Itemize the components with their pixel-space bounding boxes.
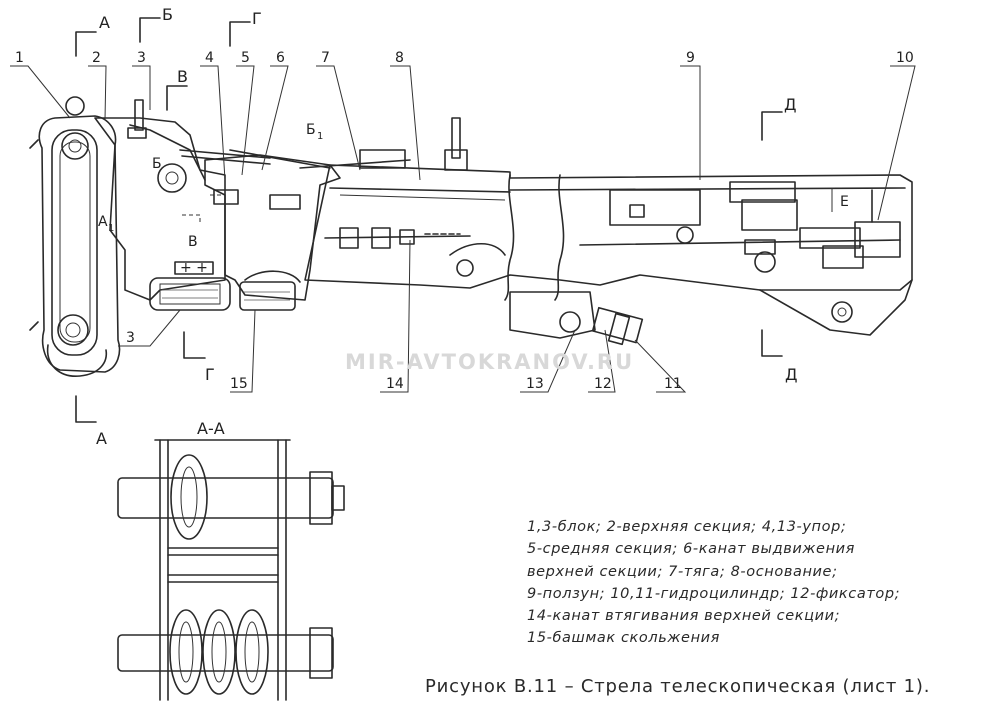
section-mark-v-inner: В: [188, 234, 198, 250]
callout-14: 14: [386, 376, 404, 392]
callout-7: 7: [321, 50, 330, 66]
callout-11: 11: [664, 376, 682, 392]
callout-1: 1: [15, 50, 24, 66]
section-mark-d-bottom: Д: [785, 365, 798, 384]
section-mark-g-top: Г: [252, 9, 262, 28]
callout-4: 4: [205, 50, 214, 66]
figure-caption: Рисунок В.11 – Стрела телескопическая (л…: [425, 676, 931, 697]
section-a-a-title: А-А: [197, 419, 225, 438]
callout-15: 15: [230, 376, 248, 392]
legend-line-2: 5-средняя секция; 6-канат выдвижения: [527, 541, 855, 558]
section-a-a-view: А-А: [117, 419, 345, 701]
head-pulley-block: [29, 96, 121, 377]
callout-9: 9: [686, 50, 695, 66]
section-mark-a1-sub: 1: [108, 223, 114, 234]
hydraulic-cylinder: [799, 189, 901, 269]
callout-numbers: 1 2 3 4 5 6 7 8 9 10 3 15 14 13 12 11: [15, 50, 914, 392]
section-mark-b1: Б: [306, 122, 316, 138]
section-mark-a1: А: [98, 214, 108, 230]
legend-line-4: 9-ползун; 10,11-гидроцилиндр; 12-фиксато…: [527, 585, 901, 602]
legend-line-6: 15-башмак скольжения: [527, 630, 720, 647]
upper-section: + +: [94, 99, 226, 301]
watermark: MIR-AVTOKRANOV.RU: [345, 350, 635, 374]
callout-12: 12: [594, 376, 612, 392]
section-mark-b1-sub: 1: [317, 131, 323, 142]
callout-3-bottom: 3: [126, 330, 135, 346]
legend-line-5: 14-канат втягивания верхней секции;: [527, 608, 841, 625]
callout-leaders: [10, 65, 916, 393]
callout-5: 5: [241, 50, 250, 66]
base-section: [299, 117, 913, 336]
section-mark-a-bottom: А: [96, 429, 107, 448]
section-mark-b: Б: [162, 5, 173, 24]
callout-3-top: 3: [137, 50, 146, 66]
section-mark-d-top: Д: [784, 95, 797, 114]
section-mark-g-bottom: Г: [205, 365, 215, 384]
callout-8: 8: [395, 50, 404, 66]
section-mark-v: В: [177, 67, 188, 86]
svg-text:+ +: + +: [180, 260, 208, 276]
section-markers: А Б Г В Д Г А Д Е Б 1 А 1 Б В: [75, 5, 849, 448]
legend: 1,3-блок; 2-верхняя секция; 4,13-упор; 5…: [527, 516, 987, 650]
callout-13: 13: [526, 376, 544, 392]
section-mark-e: Е: [840, 194, 849, 210]
retract-rope: [324, 227, 901, 249]
boom-assembly: + +: [29, 96, 913, 377]
fixator: [509, 291, 644, 346]
slide-shoe: [149, 277, 296, 311]
section-mark-a-top: А: [99, 13, 110, 32]
callout-2: 2: [92, 50, 101, 66]
legend-line-3: верхней секции; 7-тяга; 8-основание;: [527, 563, 838, 580]
callout-6: 6: [276, 50, 285, 66]
legend-line-1: 1,3-блок; 2-верхняя секция; 4,13-упор;: [527, 519, 847, 535]
section-mark-b-inner: Б: [152, 156, 162, 172]
extend-cable: [179, 149, 331, 169]
callout-10: 10: [896, 50, 914, 66]
